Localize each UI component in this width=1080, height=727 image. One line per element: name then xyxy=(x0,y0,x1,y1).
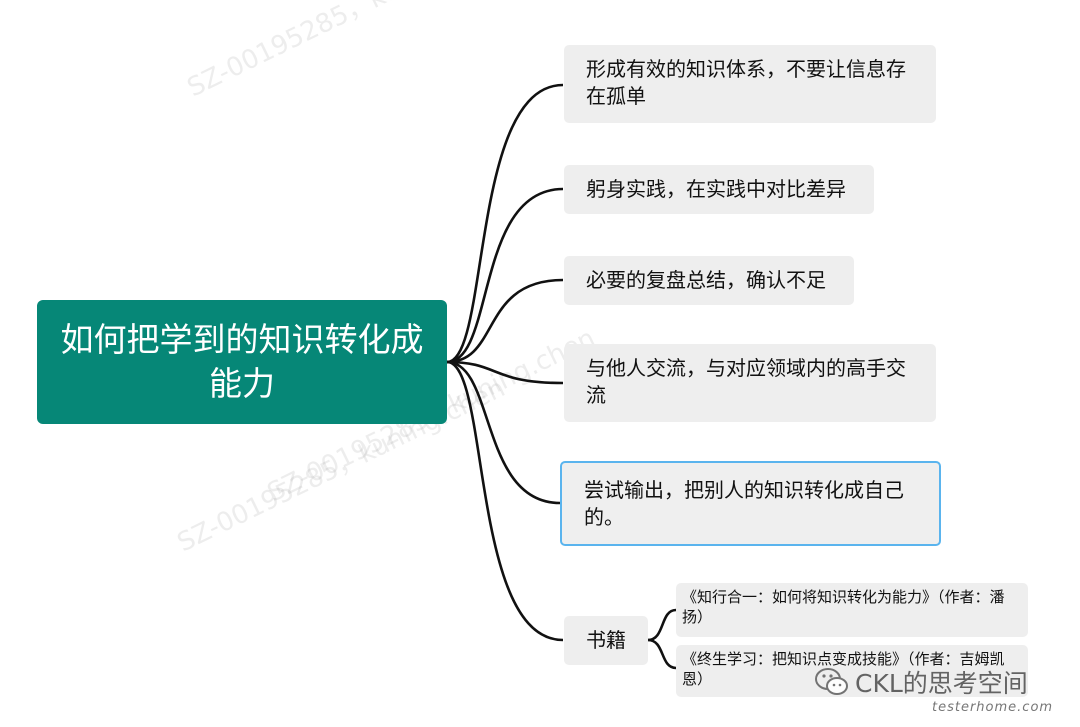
root-topic[interactable]: 如何把学到的知识转化成能力 xyxy=(37,300,447,424)
connector-books-2 xyxy=(647,638,677,670)
connector-branch-5 xyxy=(446,360,561,505)
branch-label: 书籍 xyxy=(586,628,626,652)
connector-branch-3 xyxy=(446,278,564,364)
connector-branch-6 xyxy=(446,360,564,642)
connector-books-1 xyxy=(647,608,677,642)
branch-books[interactable]: 书籍 xyxy=(564,616,648,665)
branch-label: 必要的复盘总结，确认不足 xyxy=(586,268,826,292)
connector-branch-1 xyxy=(446,83,564,364)
book-title: 《知行合一：如何将知识转化为能力》（作者：潘扬） xyxy=(682,588,1005,626)
branch-label: 躬身实践，在实践中对比差异 xyxy=(586,177,846,201)
branch-output[interactable]: 尝试输出，把别人的知识转化成自己的。 xyxy=(560,461,941,546)
book-item[interactable]: 《知行合一：如何将知识转化为能力》（作者：潘扬） xyxy=(676,583,1028,637)
branch-communicate[interactable]: 与他人交流，与对应领域内的高手交流 xyxy=(564,344,936,422)
brand-text: CKL的思考空间 xyxy=(855,669,1028,698)
branch-label: 与他人交流，与对应领域内的高手交流 xyxy=(586,356,906,407)
wechat-icon xyxy=(815,668,848,695)
connector-branch-2 xyxy=(446,187,564,364)
branch-practice[interactable]: 躬身实践，在实践中对比差异 xyxy=(564,165,874,214)
connector-branch-4 xyxy=(446,360,564,385)
book-item[interactable]: 《终生学习：把知识点变成技能》（作者：吉姆凯恩） xyxy=(676,645,1028,697)
root-topic-label: 如何把学到的知识转化成能力 xyxy=(60,320,424,403)
book-title: 《终生学习：把知识点变成技能》（作者：吉姆凯恩） xyxy=(682,650,1005,688)
branch-review[interactable]: 必要的复盘总结，确认不足 xyxy=(564,256,854,305)
brand-watermark: CKL的思考空间 xyxy=(815,664,1028,700)
branch-label: 尝试输出，把别人的知识转化成自己的。 xyxy=(584,478,904,529)
branch-knowledge-system[interactable]: 形成有效的知识体系，不要让信息存在孤单 xyxy=(564,45,936,123)
site-watermark: testerhome.com xyxy=(932,700,1054,715)
branch-label: 形成有效的知识体系，不要让信息存在孤单 xyxy=(586,57,906,108)
